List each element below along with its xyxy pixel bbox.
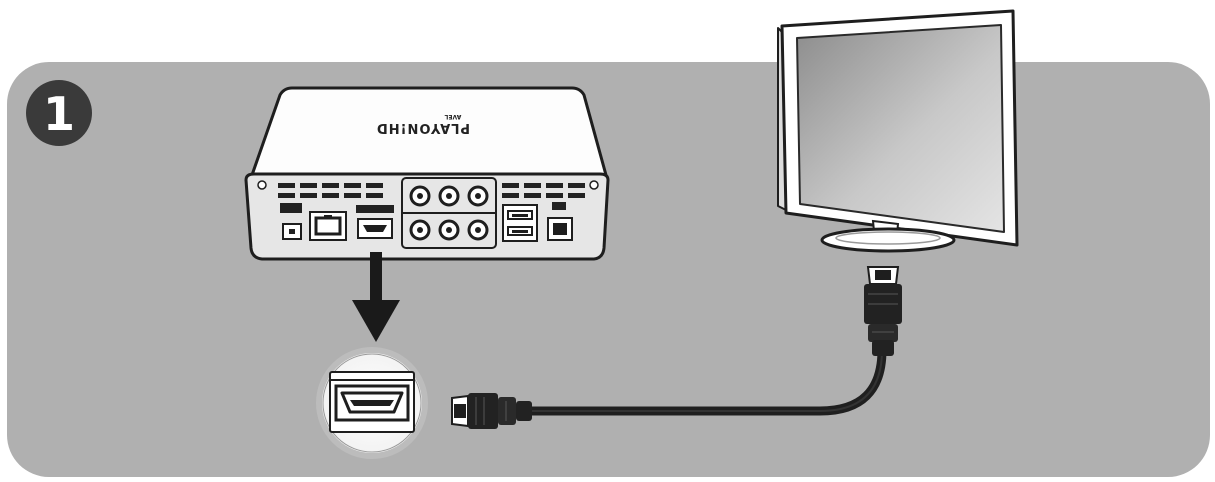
vent-slots-left (278, 183, 383, 198)
arrow-down-icon (352, 252, 400, 342)
device-brand-sub: AVEL (444, 113, 461, 120)
usb-ports (502, 204, 538, 242)
hdmi-plug-icon (451, 393, 532, 429)
tv-stand (820, 227, 956, 253)
media-player: PLAYON!HD AVEL (244, 86, 610, 261)
vent-slots-right (502, 183, 585, 198)
tv-screen (796, 24, 1005, 233)
hdmi-port-zoom-icon (316, 347, 428, 459)
device-top (250, 86, 608, 177)
device-brand: PLAYON!HD (376, 120, 470, 135)
television (777, 9, 1019, 253)
hdmi-plug-tv-icon (864, 266, 902, 356)
step-number: 1 (43, 87, 75, 141)
av-jacks (401, 177, 497, 249)
step-badge: 1 (26, 80, 92, 146)
